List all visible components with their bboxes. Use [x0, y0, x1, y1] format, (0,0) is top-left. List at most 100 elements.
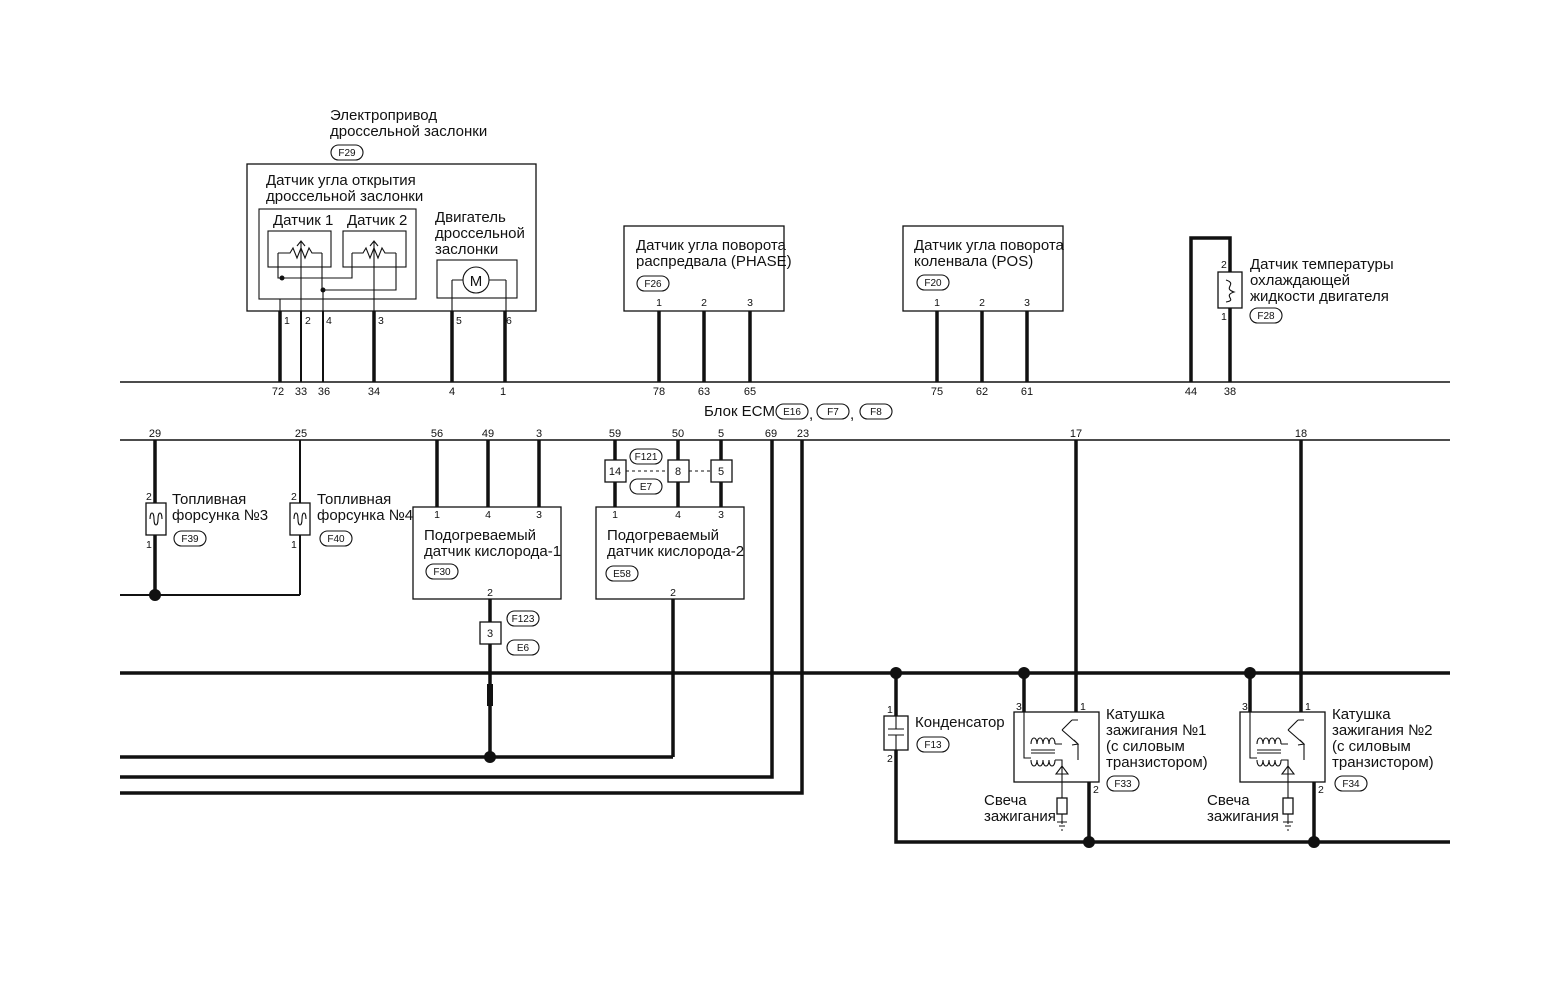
condenser-pin-2: 2	[887, 753, 893, 765]
svg-text:F26: F26	[644, 279, 662, 290]
ecm-separator-2: ,	[850, 406, 854, 423]
svg-text:E6: E6	[517, 643, 530, 654]
ecm-terminal-38: 38	[1224, 386, 1236, 398]
svg-text:M: M	[470, 273, 483, 290]
crankshaft-pin-1: 1	[934, 297, 940, 309]
coolant-label-line2: охлаждающей	[1250, 272, 1350, 289]
sensor-supply-link	[277, 253, 353, 279]
fuel-injector-4: Топливная форсунка №4 F40	[289, 491, 413, 547]
svg-text:E16: E16	[783, 407, 801, 418]
sensor-ground-link	[321, 253, 397, 291]
injector3-label-line1: Топливная	[172, 491, 246, 508]
coil1-box	[1013, 711, 1100, 783]
svg-text:F40: F40	[327, 534, 345, 545]
injector4-label-line1: Топливная	[317, 491, 391, 508]
throttle-connector-f29: F29	[330, 144, 364, 161]
ecm-connector-f8: F8	[859, 403, 893, 420]
o2-ground-node	[484, 751, 496, 763]
sensor1-wiper-arrow-icon	[296, 240, 306, 278]
ecm-terminal-4: 4	[449, 386, 455, 398]
ecm-terminal-65: 65	[744, 386, 756, 398]
svg-text:F34: F34	[1342, 779, 1360, 790]
wire-condenser-ground	[894, 750, 1450, 844]
ecm-connector-e16: E16	[775, 403, 809, 420]
o2-sensor2-pin-1: 1	[612, 509, 618, 521]
camshaft-pin-1: 1	[656, 297, 662, 309]
coil2-label-line3: (с силовым	[1332, 738, 1411, 755]
injector4-connector-f40: F40	[319, 530, 353, 547]
coil1-ground-node	[1083, 836, 1095, 848]
injector3-coil-icon	[149, 512, 163, 526]
svg-text:F30: F30	[433, 567, 451, 578]
svg-text:E58: E58	[613, 569, 631, 580]
tps-sensor-box	[258, 208, 417, 300]
injector4-box	[289, 502, 311, 536]
ecm-terminal-69: 69	[765, 428, 777, 440]
coil1-label-line1: Катушка	[1106, 706, 1165, 723]
crankshaft-pin-3: 3	[1024, 297, 1030, 309]
o2-sensor2-label-line1: Подогреваемый	[607, 527, 719, 544]
ecm-terminal-49: 49	[482, 428, 494, 440]
connector-pin-numbers: 1 2 4 3 5 6 1 2 3 1 2 3 2 1 2 1 2 1 1 4 …	[146, 259, 1324, 796]
svg-text:F29: F29	[338, 148, 356, 159]
ecm-terminal-59: 59	[609, 428, 621, 440]
o2-sensor2-label-line2: датчик кислорода-2	[607, 543, 744, 560]
condenser-label: Конденсатор	[915, 714, 1005, 731]
injector3-pin-2: 2	[146, 491, 152, 503]
tps-label-line1: Датчик угла открытия	[266, 172, 416, 189]
oxygen-sensor-2: Подогреваемый датчик кислорода-2 E58 14 …	[595, 448, 745, 600]
coil2-pin-3: 3	[1242, 701, 1248, 713]
spark-plug-1-label-line1: Свеча	[984, 792, 1027, 809]
o2-sensor2-pin-4: 4	[675, 509, 681, 521]
crankshaft-sensor-box	[902, 225, 1064, 312]
o2-sensor1-pin-4: 4	[485, 509, 491, 521]
camshaft-sensor-box	[623, 225, 785, 312]
coil1-diode-icon	[1054, 765, 1070, 775]
ecm-terminal-56: 56	[431, 428, 443, 440]
coil1-core-icon	[1031, 749, 1055, 754]
ignition-coil-2: Катушка зажигания №2 (с силовым транзист…	[1207, 706, 1434, 831]
condenser: Конденсатор F13	[883, 714, 1005, 753]
spark-plug-2-label-line2: зажигания	[1207, 808, 1279, 825]
thermistor-icon	[1225, 279, 1236, 303]
motor-leads	[451, 279, 507, 298]
throttle-pin-2: 2	[305, 315, 311, 327]
o2-sensor1-label-line2: датчик кислорода-1	[424, 543, 561, 560]
coil1-label-line3: (с силовым	[1106, 738, 1185, 755]
ecm-connector-f7: F7	[816, 403, 850, 420]
ecm-terminal-3: 3	[536, 428, 542, 440]
injector3-box	[145, 502, 167, 536]
throttle-pin-5: 5	[456, 315, 462, 327]
crankshaft-sensor: Датчик угла поворота коленвала (POS) F20	[902, 225, 1065, 312]
coil2-pin-1: 1	[1305, 701, 1311, 713]
svg-text:E7: E7	[640, 482, 653, 493]
coolant-label-line1: Датчик температуры	[1250, 256, 1394, 273]
condenser-connector-f13: F13	[916, 736, 950, 753]
o2-sensor2-pin-2: 2	[670, 587, 676, 599]
motor-label-line1: Двигатель	[435, 209, 506, 226]
svg-text:F20: F20	[924, 278, 942, 289]
coolant-pin-1: 1	[1221, 311, 1227, 323]
ecm-terminal-36: 36	[318, 386, 330, 398]
throttle-title-line1: Электропривод	[330, 107, 437, 124]
camshaft-pin-3: 3	[747, 297, 753, 309]
o2-sensor1-pin-3: 3	[536, 509, 542, 521]
crankshaft-pin-2: 2	[979, 297, 985, 309]
motor-box	[436, 259, 518, 299]
coil1-label-line4: транзистором)	[1106, 754, 1208, 771]
coil1-secondary-winding-icon	[1030, 759, 1056, 767]
injector4-label-line2: форсунка №4	[317, 507, 413, 524]
capacitor-icon	[888, 716, 904, 750]
o2-sensor1-joint-pin: 3	[487, 628, 493, 640]
coil1-pin-3: 3	[1016, 701, 1022, 713]
spark-plug-2-label-line1: Свеча	[1207, 792, 1250, 809]
ecm-terminal-numbers: 72 33 36 34 4 1 78 63 65 75 62 61 44 38 …	[149, 386, 1307, 440]
coil1-power-node	[1018, 667, 1030, 679]
coil1-label-line2: зажигания №1	[1106, 722, 1207, 739]
ecm-terminal-17: 17	[1070, 428, 1082, 440]
o2-sensor1-connector-f30: F30	[425, 563, 459, 580]
o2-sensor2-joint-connector-e7: E7	[629, 478, 663, 495]
coil1-primary-winding-icon	[1030, 737, 1056, 745]
